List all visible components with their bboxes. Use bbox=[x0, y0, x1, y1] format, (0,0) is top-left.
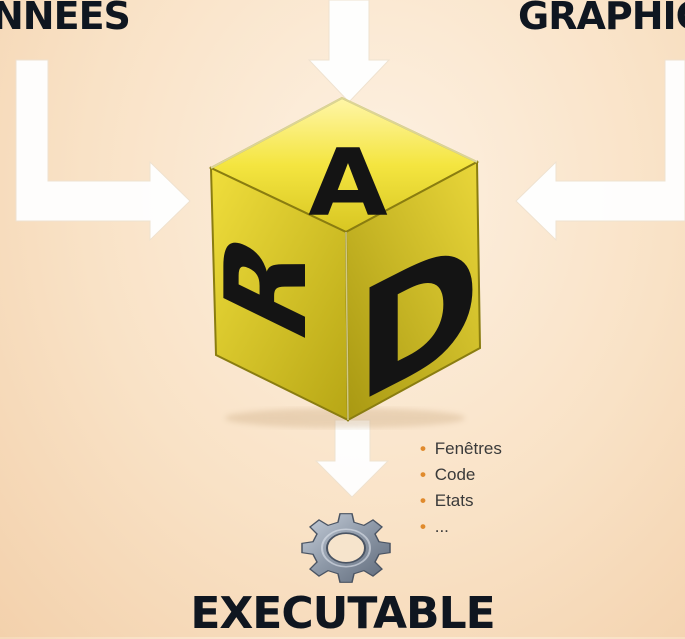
bullet-marker: • bbox=[420, 491, 426, 510]
list-item-label: Etats bbox=[434, 491, 474, 510]
label-graphique: GRAPHIC bbox=[518, 0, 685, 38]
bullet-marker: • bbox=[420, 517, 426, 536]
output-list: • Fenêtres • Code • Etats • ... bbox=[420, 436, 502, 540]
rad-cube: A R D bbox=[201, 96, 482, 439]
cube-letter-top: A bbox=[308, 130, 388, 238]
arrow-right bbox=[515, 59, 685, 242]
bullet-marker: • bbox=[420, 465, 426, 484]
arrow-bottom bbox=[314, 419, 390, 498]
list-item-label: Fenêtres bbox=[434, 439, 502, 458]
list-item: • ... bbox=[420, 514, 502, 540]
list-item: • Code bbox=[420, 462, 502, 488]
list-item-label: ... bbox=[434, 517, 449, 536]
gear-icon bbox=[301, 513, 391, 583]
label-donnees: NNÉES bbox=[0, 0, 131, 38]
label-executable: EXECUTABLE bbox=[190, 588, 495, 639]
list-item: • Fenêtres bbox=[420, 436, 502, 462]
list-item-label: Code bbox=[434, 465, 476, 484]
bullet-marker: • bbox=[420, 439, 426, 458]
arrow-left bbox=[15, 59, 191, 242]
arrow-top bbox=[307, 0, 391, 103]
list-item: • Etats bbox=[420, 488, 502, 514]
